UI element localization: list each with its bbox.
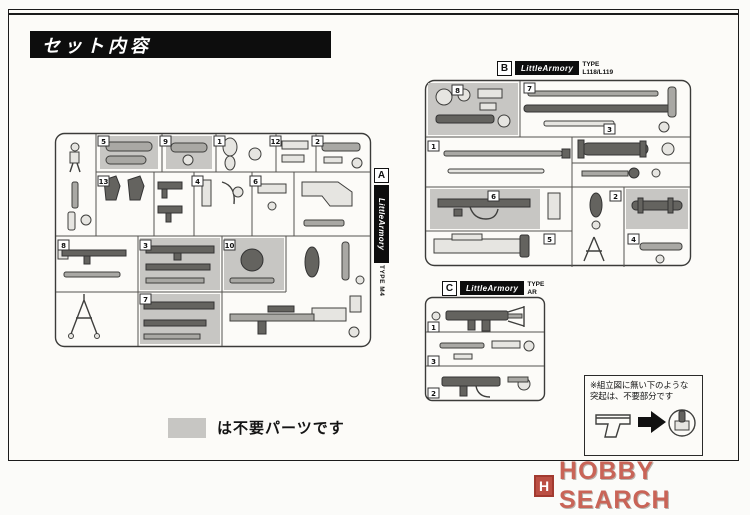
instruction-page-scan: セット内容 bbox=[8, 9, 739, 514]
sprue-a-id-box: A bbox=[374, 168, 389, 183]
svg-text:9: 9 bbox=[163, 138, 168, 146]
svg-text:4: 4 bbox=[631, 236, 636, 244]
unused-parts-swatch bbox=[168, 417, 206, 438]
svg-text:1: 1 bbox=[431, 324, 436, 332]
sprue-c-type-label: TYPE AR bbox=[527, 281, 545, 296]
protrusion-note-line2: 突起は、不要部分です bbox=[590, 391, 674, 402]
sprue-b-label: B LittleArmory TYPE L118/L119 bbox=[497, 61, 613, 77]
hobby-search-watermark: H HOBBY SEARCH bbox=[534, 457, 750, 515]
brand-logo-vertical: LittleArmory bbox=[374, 185, 389, 263]
svg-text:3: 3 bbox=[607, 126, 612, 134]
sprue-a-label: A LittleArmory TYPE M4 bbox=[374, 168, 389, 296]
svg-text:4: 4 bbox=[195, 178, 200, 186]
sprue-c-part-number-tabs: 1 3 2 bbox=[427, 321, 440, 399]
sprue-c-parts bbox=[431, 306, 535, 398]
svg-text:13: 13 bbox=[99, 178, 109, 186]
sprue-b-type-label: TYPE L118/L119 bbox=[582, 61, 614, 76]
sprue-a-runner-dividers bbox=[56, 134, 370, 346]
protrusion-nub bbox=[678, 410, 686, 423]
protrusion-note-line1: ※組立図に無い下のような bbox=[590, 380, 689, 390]
top-double-rule bbox=[9, 13, 738, 15]
sprue-c: 1 3 2 bbox=[424, 296, 546, 407]
svg-text:7: 7 bbox=[143, 296, 148, 304]
svg-text:8: 8 bbox=[455, 87, 460, 95]
brand-logo: LittleArmory bbox=[515, 61, 580, 75]
sprue-b-id-box: B bbox=[497, 61, 512, 76]
sprue-b: 8 7 1 3 6 2 4 5 bbox=[424, 79, 692, 272]
sprue-b-runner-dividers bbox=[426, 81, 690, 267]
svg-text:2: 2 bbox=[431, 390, 436, 398]
sprue-a-type-label: TYPE M4 bbox=[378, 265, 385, 297]
unused-parts-legend-text: は不要パーツです bbox=[217, 420, 345, 437]
unused-parts-legend: は不要パーツです bbox=[168, 417, 345, 438]
hobby-search-watermark-text: HOBBY SEARCH bbox=[559, 457, 671, 514]
svg-text:12: 12 bbox=[271, 138, 281, 146]
sprue-a-diagram: 5 9 1 12 2 13 4 6 8 3 10 7 bbox=[54, 132, 372, 348]
section-title: セット内容 bbox=[42, 35, 152, 56]
sprue-a-part-number-tabs: 5 9 1 12 2 13 4 6 8 3 10 7 bbox=[57, 135, 324, 305]
sprue-b-part-number-tabs: 8 7 1 3 6 2 4 5 bbox=[427, 82, 640, 245]
hobby-search-logo-icon: H bbox=[534, 475, 555, 497]
unused-protrusion-illustration bbox=[595, 409, 696, 439]
protrusion-note-box: ※組立図に無い下のような 突起は、不要部分です bbox=[584, 375, 703, 456]
pistol-outline bbox=[595, 414, 631, 439]
svg-text:3: 3 bbox=[143, 242, 148, 250]
svg-text:1: 1 bbox=[217, 138, 222, 146]
svg-text:10: 10 bbox=[225, 242, 235, 250]
brand-logo: LittleArmory bbox=[460, 281, 525, 295]
sprue-a-parts bbox=[57, 137, 365, 340]
svg-text:6: 6 bbox=[491, 193, 496, 201]
svg-text:2: 2 bbox=[315, 138, 320, 146]
svg-text:5: 5 bbox=[547, 236, 552, 244]
section-header-banner: セット内容 bbox=[30, 31, 331, 58]
sprue-c-id-box: C bbox=[442, 281, 457, 296]
svg-text:6: 6 bbox=[253, 178, 258, 186]
sprue-a: 5 9 1 12 2 13 4 6 8 3 10 7 bbox=[54, 132, 372, 353]
svg-text:1: 1 bbox=[431, 143, 436, 151]
sprue-c-runner-dividers bbox=[426, 331, 544, 367]
svg-text:2: 2 bbox=[613, 193, 618, 201]
svg-text:8: 8 bbox=[61, 242, 66, 250]
svg-text:3: 3 bbox=[431, 358, 436, 366]
sprue-c-diagram: 1 3 2 bbox=[424, 296, 546, 402]
sprue-b-diagram: 8 7 1 3 6 2 4 5 bbox=[424, 79, 692, 267]
magnifier-circle bbox=[668, 409, 696, 438]
svg-text:7: 7 bbox=[527, 85, 532, 93]
arrow-icon bbox=[638, 411, 666, 434]
sprue-c-label: C LittleArmory TYPE AR bbox=[442, 281, 544, 297]
svg-text:5: 5 bbox=[101, 138, 106, 146]
